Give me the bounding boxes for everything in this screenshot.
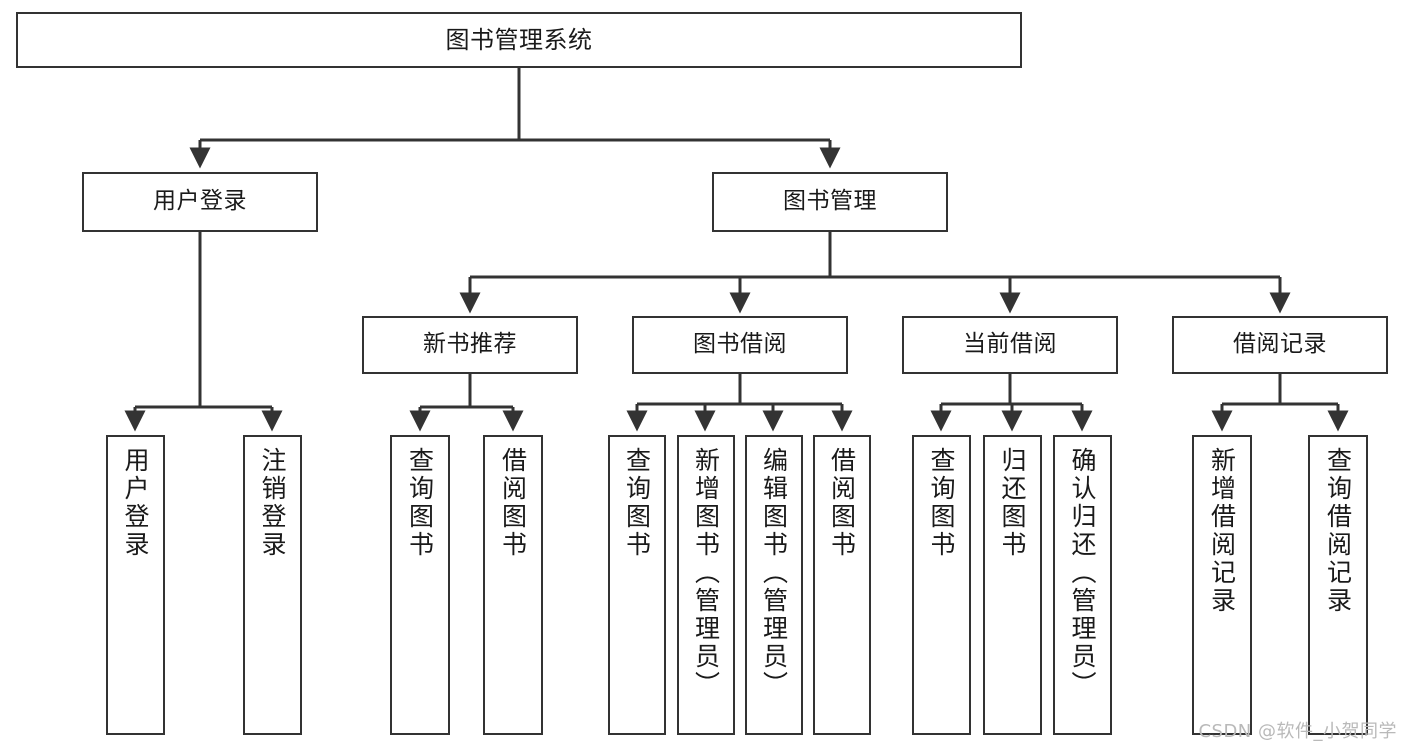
node-label: 用户登录 [121,447,150,559]
node-label: 新增借阅记录 [1207,447,1237,615]
node-label: 新增图书（管理员） [691,447,721,699]
leaf-query-book-borrow[interactable]: 查询图书 [608,435,666,735]
node-label: 借阅图书 [827,447,857,559]
leaf-confirm-return-admin[interactable]: 确认归还（管理员） [1053,435,1112,735]
leaf-user-login[interactable]: 用户登录 [106,435,165,735]
node-label: 图书借阅 [693,331,787,358]
node-label: 查询图书 [405,447,435,559]
watermark-text: CSDN @软件_小贺同学 [1198,721,1397,742]
leaf-query-borrow-record[interactable]: 查询借阅记录 [1308,435,1368,735]
node-label: 图书管理系统 [445,25,593,54]
node-book-management-system[interactable]: 图书管理系统 [16,12,1022,68]
node-label: 查询图书 [622,447,652,559]
node-label: 查询图书 [927,447,956,559]
node-label: 用户登录 [153,188,247,215]
leaf-edit-book-admin[interactable]: 编辑图书（管理员） [745,435,803,735]
node-label: 新书推荐 [423,331,517,358]
node-label: 确认归还（管理员） [1068,447,1097,699]
node-label: 借阅记录 [1233,331,1327,358]
node-new-book-recommendation[interactable]: 新书推荐 [362,316,578,374]
leaf-add-borrow-record[interactable]: 新增借阅记录 [1192,435,1252,735]
node-label: 当前借阅 [963,331,1057,358]
leaf-return-book[interactable]: 归还图书 [983,435,1042,735]
node-label: 归还图书 [998,447,1027,559]
node-borrowing-record[interactable]: 借阅记录 [1172,316,1388,374]
node-label: 借阅图书 [498,447,528,559]
node-user-login[interactable]: 用户登录 [82,172,318,232]
node-book-borrowing[interactable]: 图书借阅 [632,316,848,374]
node-label: 注销登录 [258,447,287,559]
node-label: 图书管理 [783,188,877,215]
leaf-logout[interactable]: 注销登录 [243,435,302,735]
leaf-borrow-book[interactable]: 借阅图书 [813,435,871,735]
leaf-query-book-current[interactable]: 查询图书 [912,435,971,735]
node-book-management[interactable]: 图书管理 [712,172,948,232]
leaf-add-book-admin[interactable]: 新增图书（管理员） [677,435,735,735]
node-current-borrowing[interactable]: 当前借阅 [902,316,1118,374]
leaf-borrow-book-new[interactable]: 借阅图书 [483,435,543,735]
node-label: 查询借阅记录 [1323,447,1353,615]
leaf-query-book-new[interactable]: 查询图书 [390,435,450,735]
node-label: 编辑图书（管理员） [759,447,789,699]
